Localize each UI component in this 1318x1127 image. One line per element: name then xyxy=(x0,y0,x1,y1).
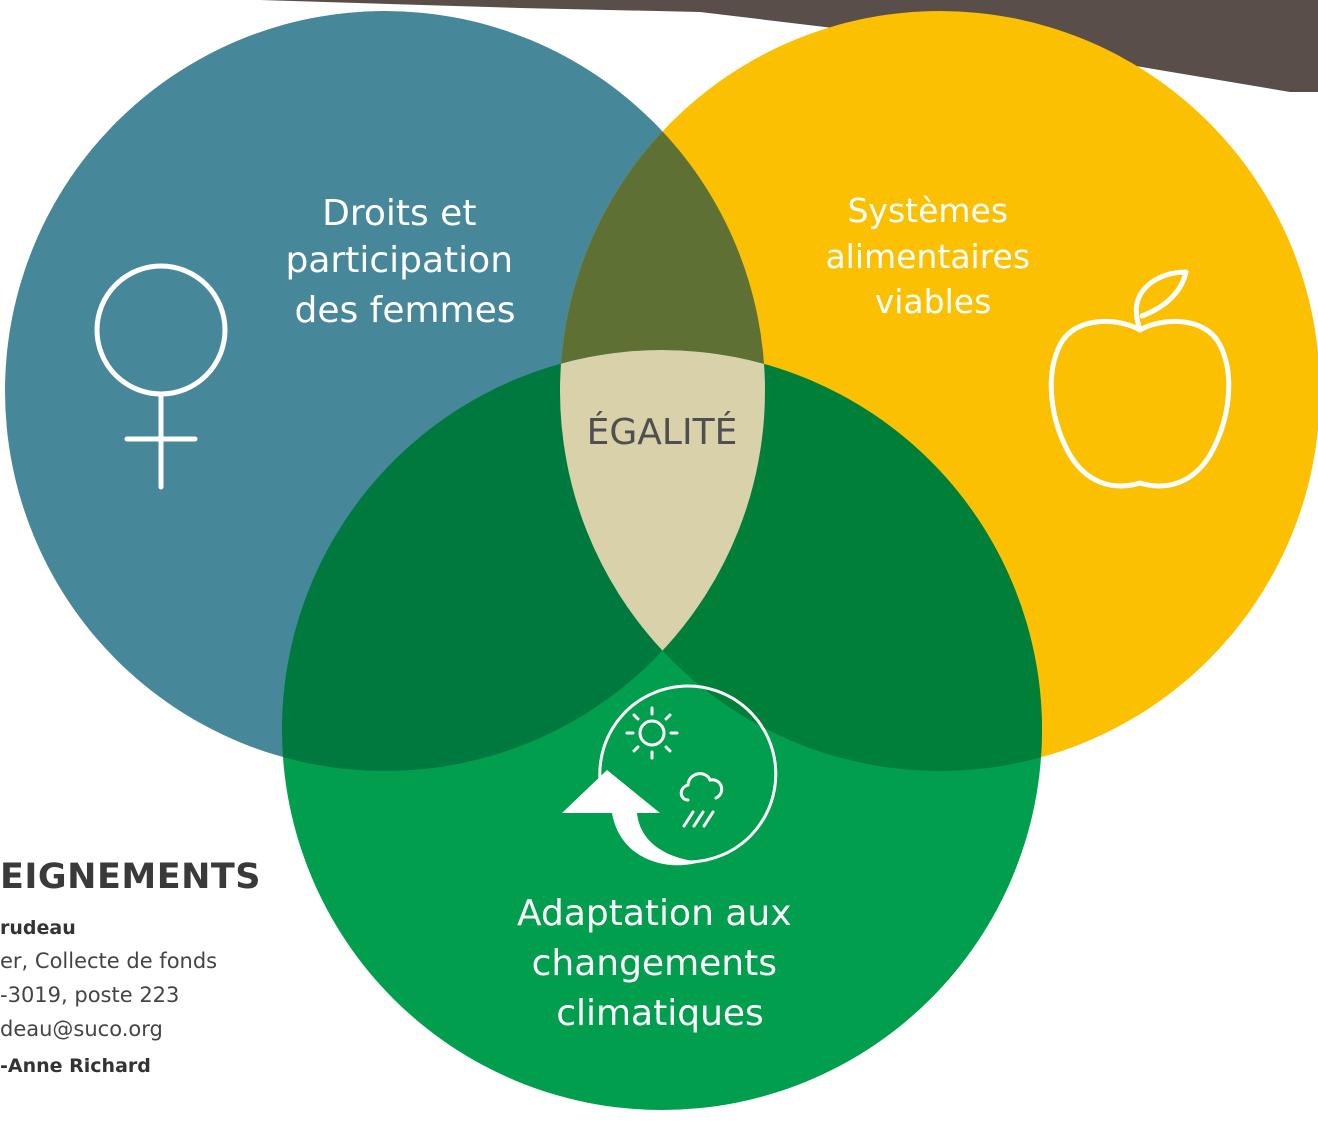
green-circle-title: Adaptation aux changements climatiques xyxy=(517,893,803,1034)
contact-section: EIGNEMENTS rudeau er, Collecte de fonds … xyxy=(0,857,300,1078)
background-photo xyxy=(260,0,1318,92)
center-label: ÉGALITÉ xyxy=(587,411,738,453)
green-title-line-1: Adaptation aux xyxy=(517,893,792,934)
yellow-title-line-1: Systèmes xyxy=(847,191,1008,230)
contact-heading: EIGNEMENTS xyxy=(0,857,261,897)
teal-title-line-3: des femmes xyxy=(294,290,515,331)
apple-icon xyxy=(1048,269,1232,489)
yellow-title-line-3: viables xyxy=(875,282,992,321)
green-title-line-3: climatiques xyxy=(556,993,764,1034)
teal-circle-title: Droits et participation des femmes xyxy=(286,193,525,331)
contact-phone: -3019, poste 223 xyxy=(0,983,180,1007)
teal-title-line-2: participation xyxy=(286,240,514,281)
contact-name-2: -Anne Richard xyxy=(0,1055,151,1077)
adaptation-arrow xyxy=(562,770,700,866)
contact-email[interactable]: deau@suco.org xyxy=(0,1017,163,1041)
yellow-title-line-2: alimentaires xyxy=(825,237,1030,276)
yellow-circle-title: Systèmes alimentaires viables xyxy=(825,191,1040,321)
green-title-line-2: changements xyxy=(532,943,777,984)
teal-title-line-1: Droits et xyxy=(322,193,476,234)
contact-role: er, Collecte de fonds xyxy=(0,949,218,973)
contact-name-1: rudeau xyxy=(0,917,76,939)
climate-adaptation-icon xyxy=(598,684,778,864)
female-symbol-icon xyxy=(94,263,228,490)
